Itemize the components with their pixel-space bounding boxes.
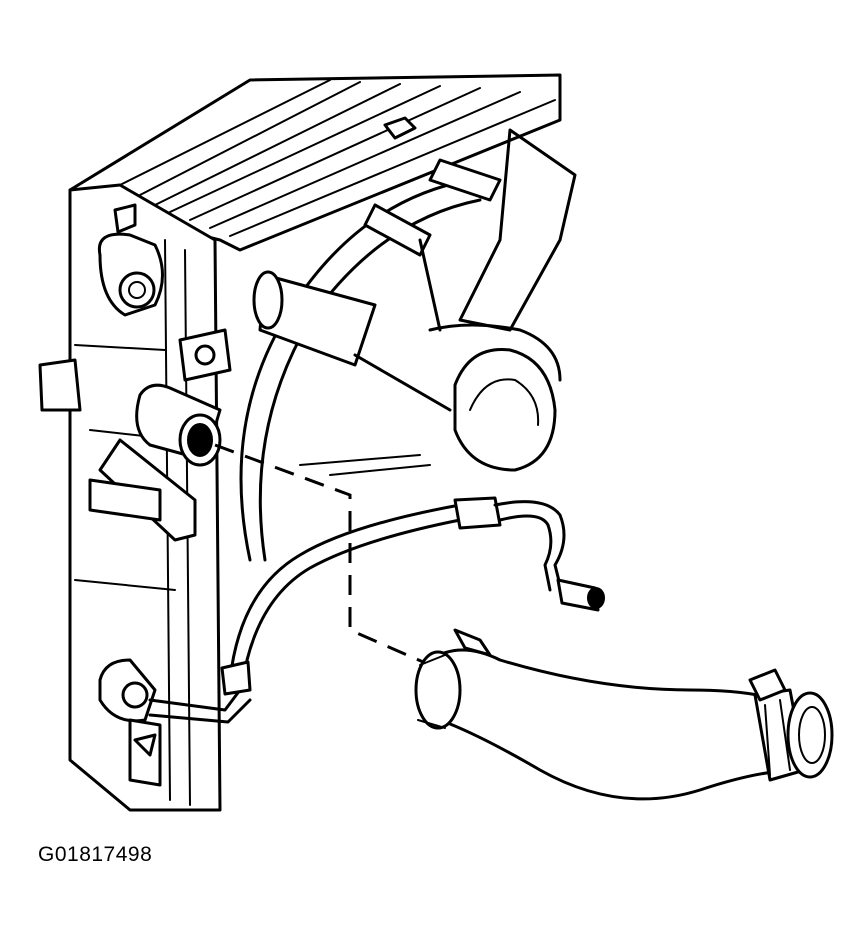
radiator-cap	[97, 203, 164, 317]
fan-clutch-sensor	[252, 270, 452, 412]
radiator-mount-bracket	[178, 328, 232, 382]
fan-hub	[428, 323, 562, 472]
hose-alignment-leader	[214, 443, 431, 667]
hose-clamp[interactable]	[748, 668, 834, 782]
transmission-cooler-line	[220, 496, 605, 696]
upper-radiator-hose[interactable]	[414, 628, 802, 801]
figure-id-label: G01817498	[38, 843, 153, 866]
lower-radiator-fitting	[98, 658, 252, 787]
radiator-outlet-neck	[135, 383, 222, 467]
